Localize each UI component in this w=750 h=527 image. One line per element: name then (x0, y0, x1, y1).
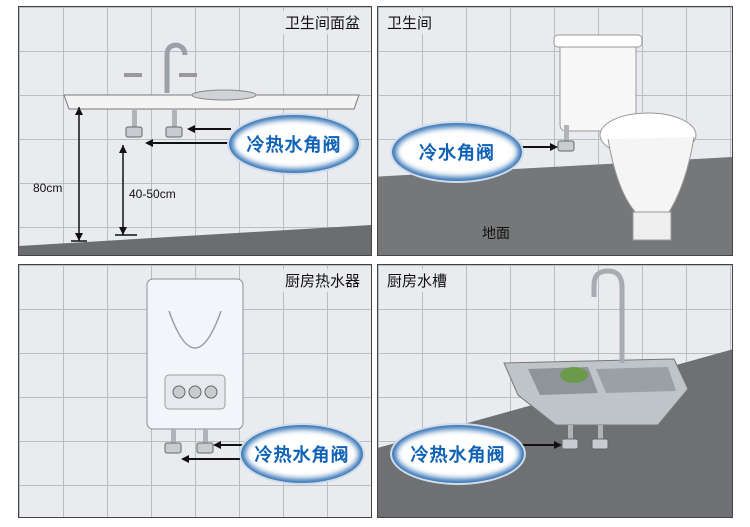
panel-title: 卫生间 (384, 11, 436, 34)
sink-illustration (503, 268, 689, 450)
valve-callout-text: 冷热水角阀 (254, 445, 350, 466)
height-total-label: 80cm (33, 181, 63, 195)
panel-bathroom-basin: 卫生间面盆 80cm 40-50cm 冷热水角阀 (18, 6, 372, 256)
panel-kitchen-sink: 厨房水槽 冷热水角阀 (377, 264, 733, 518)
valve-callout-bubble: 冷热水角阀 (229, 115, 359, 173)
valve-callout-text: 冷热水角阀 (246, 135, 342, 156)
basin-illustration (63, 42, 360, 242)
floor-label: 地面 (482, 225, 510, 241)
panel-kitchen-heater: 厨房热水器 冷热水角阀 (18, 264, 372, 518)
valve-callout-text: 冷热水角阀 (410, 445, 506, 466)
valve-callout-bubble: 冷水角阀 (392, 123, 522, 181)
panel-bathroom-toilet: 卫生间 地面 冷水角阀 (377, 6, 733, 256)
panel-title: 厨房水槽 (384, 269, 451, 292)
panel-title: 卫生间面盆 (281, 11, 363, 34)
valve-callout-bubble: 冷热水角阀 (241, 425, 363, 483)
valve-callout-text: 冷水角阀 (419, 143, 495, 164)
toilet-illustration (518, 34, 697, 241)
height-valve-label: 40-50cm (129, 187, 176, 201)
water-heater-illustration (146, 278, 251, 463)
panel-title: 厨房热水器 (281, 269, 363, 292)
valve-callout-bubble: 冷热水角阀 (392, 425, 524, 483)
